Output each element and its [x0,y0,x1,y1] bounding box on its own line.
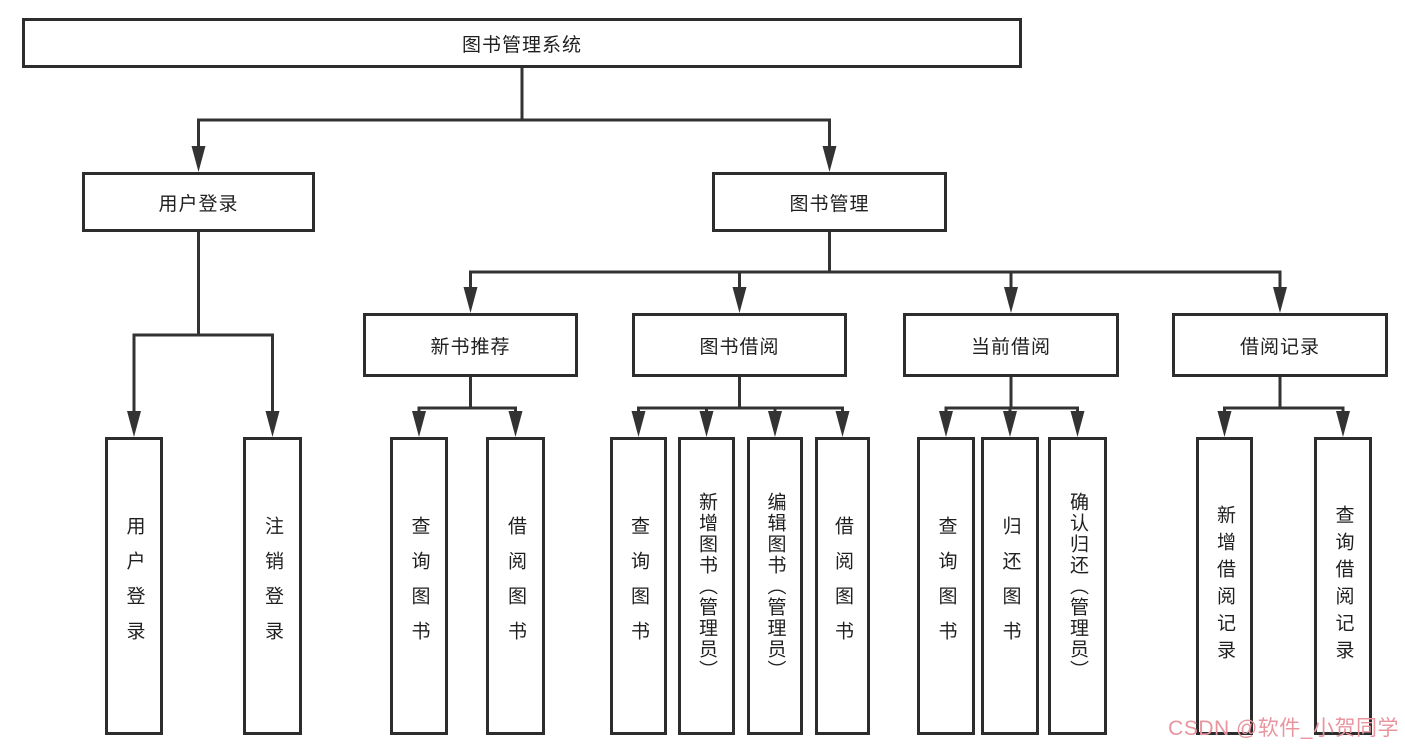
leaf-bb-add-book-admin: 新增图书（管理员） [678,437,735,735]
leaf-rec-query-book-label: 查询图书 [408,516,430,656]
leaf-user-login-label: 用户登录 [123,516,145,656]
connector-book-mgmt [463,232,1287,313]
leaf-br-query-record: 查询借阅记录 [1314,437,1372,735]
leaf-cb-return-book: 归还图书 [981,437,1039,735]
node-root-label: 图书管理系统 [461,34,582,56]
node-book-management-branch: 图书管理 [712,172,947,232]
leaf-bb-query-book-label: 查询图书 [628,516,649,656]
csdn-watermark: CSDN @软件_小贺同学 [1168,717,1399,740]
connector-book-borrow [631,377,850,437]
node-root-system: 图书管理系统 [22,18,1022,68]
leaf-bb-query-book: 查询图书 [610,437,667,735]
node-book-borrowing-label: 图书借阅 [699,336,780,358]
node-new-book-recommendation: 新书推荐 [363,313,578,377]
node-borrowing-records: 借阅记录 [1172,313,1388,377]
leaf-logout: 注销登录 [243,437,302,735]
node-book-borrowing: 图书借阅 [632,313,847,377]
leaf-cb-query-book-label: 查询图书 [935,516,957,656]
leaf-logout-label: 注销登录 [262,516,283,656]
leaf-cb-return-book-label: 归还图书 [999,516,1021,656]
node-user-login-label: 用户登录 [158,193,239,215]
connector-new-book-rec [412,377,523,437]
leaf-bb-borrow-book: 借阅图书 [815,437,870,735]
leaf-cb-confirm-return-admin-label: 确认归还（管理员） [1067,491,1088,681]
node-user-login-branch: 用户登录 [82,172,315,232]
leaf-rec-borrow-book: 借阅图书 [486,437,545,735]
connector-borrow-record [1217,377,1350,437]
connector-current-borrow [939,377,1085,437]
leaf-bb-edit-book-admin-label: 编辑图书（管理员） [764,491,786,681]
leaf-rec-borrow-book-label: 借阅图书 [505,516,526,656]
leaf-cb-query-book: 查询图书 [917,437,975,735]
leaf-bb-edit-book-admin: 编辑图书（管理员） [747,437,803,735]
leaf-br-add-record: 新增借阅记录 [1196,437,1253,735]
leaf-cb-confirm-return-admin: 确认归还（管理员） [1048,437,1107,735]
node-book-management-label: 图书管理 [789,193,870,215]
leaf-br-add-record-label: 新增借阅记录 [1214,505,1235,667]
leaf-bb-borrow-book-label: 借阅图书 [832,516,853,656]
leaf-br-query-record-label: 查询借阅记录 [1332,505,1354,667]
node-new-book-recommendation-label: 新书推荐 [430,336,511,358]
leaf-rec-query-book: 查询图书 [390,437,448,735]
node-borrowing-records-label: 借阅记录 [1239,336,1320,358]
connector-root [191,68,837,172]
leaf-bb-add-book-admin-label: 新增图书（管理员） [696,491,717,681]
node-current-borrowing: 当前借阅 [903,313,1119,377]
leaf-user-login: 用户登录 [105,437,163,735]
connector-user-login [127,232,280,437]
node-current-borrowing-label: 当前借阅 [970,336,1051,358]
